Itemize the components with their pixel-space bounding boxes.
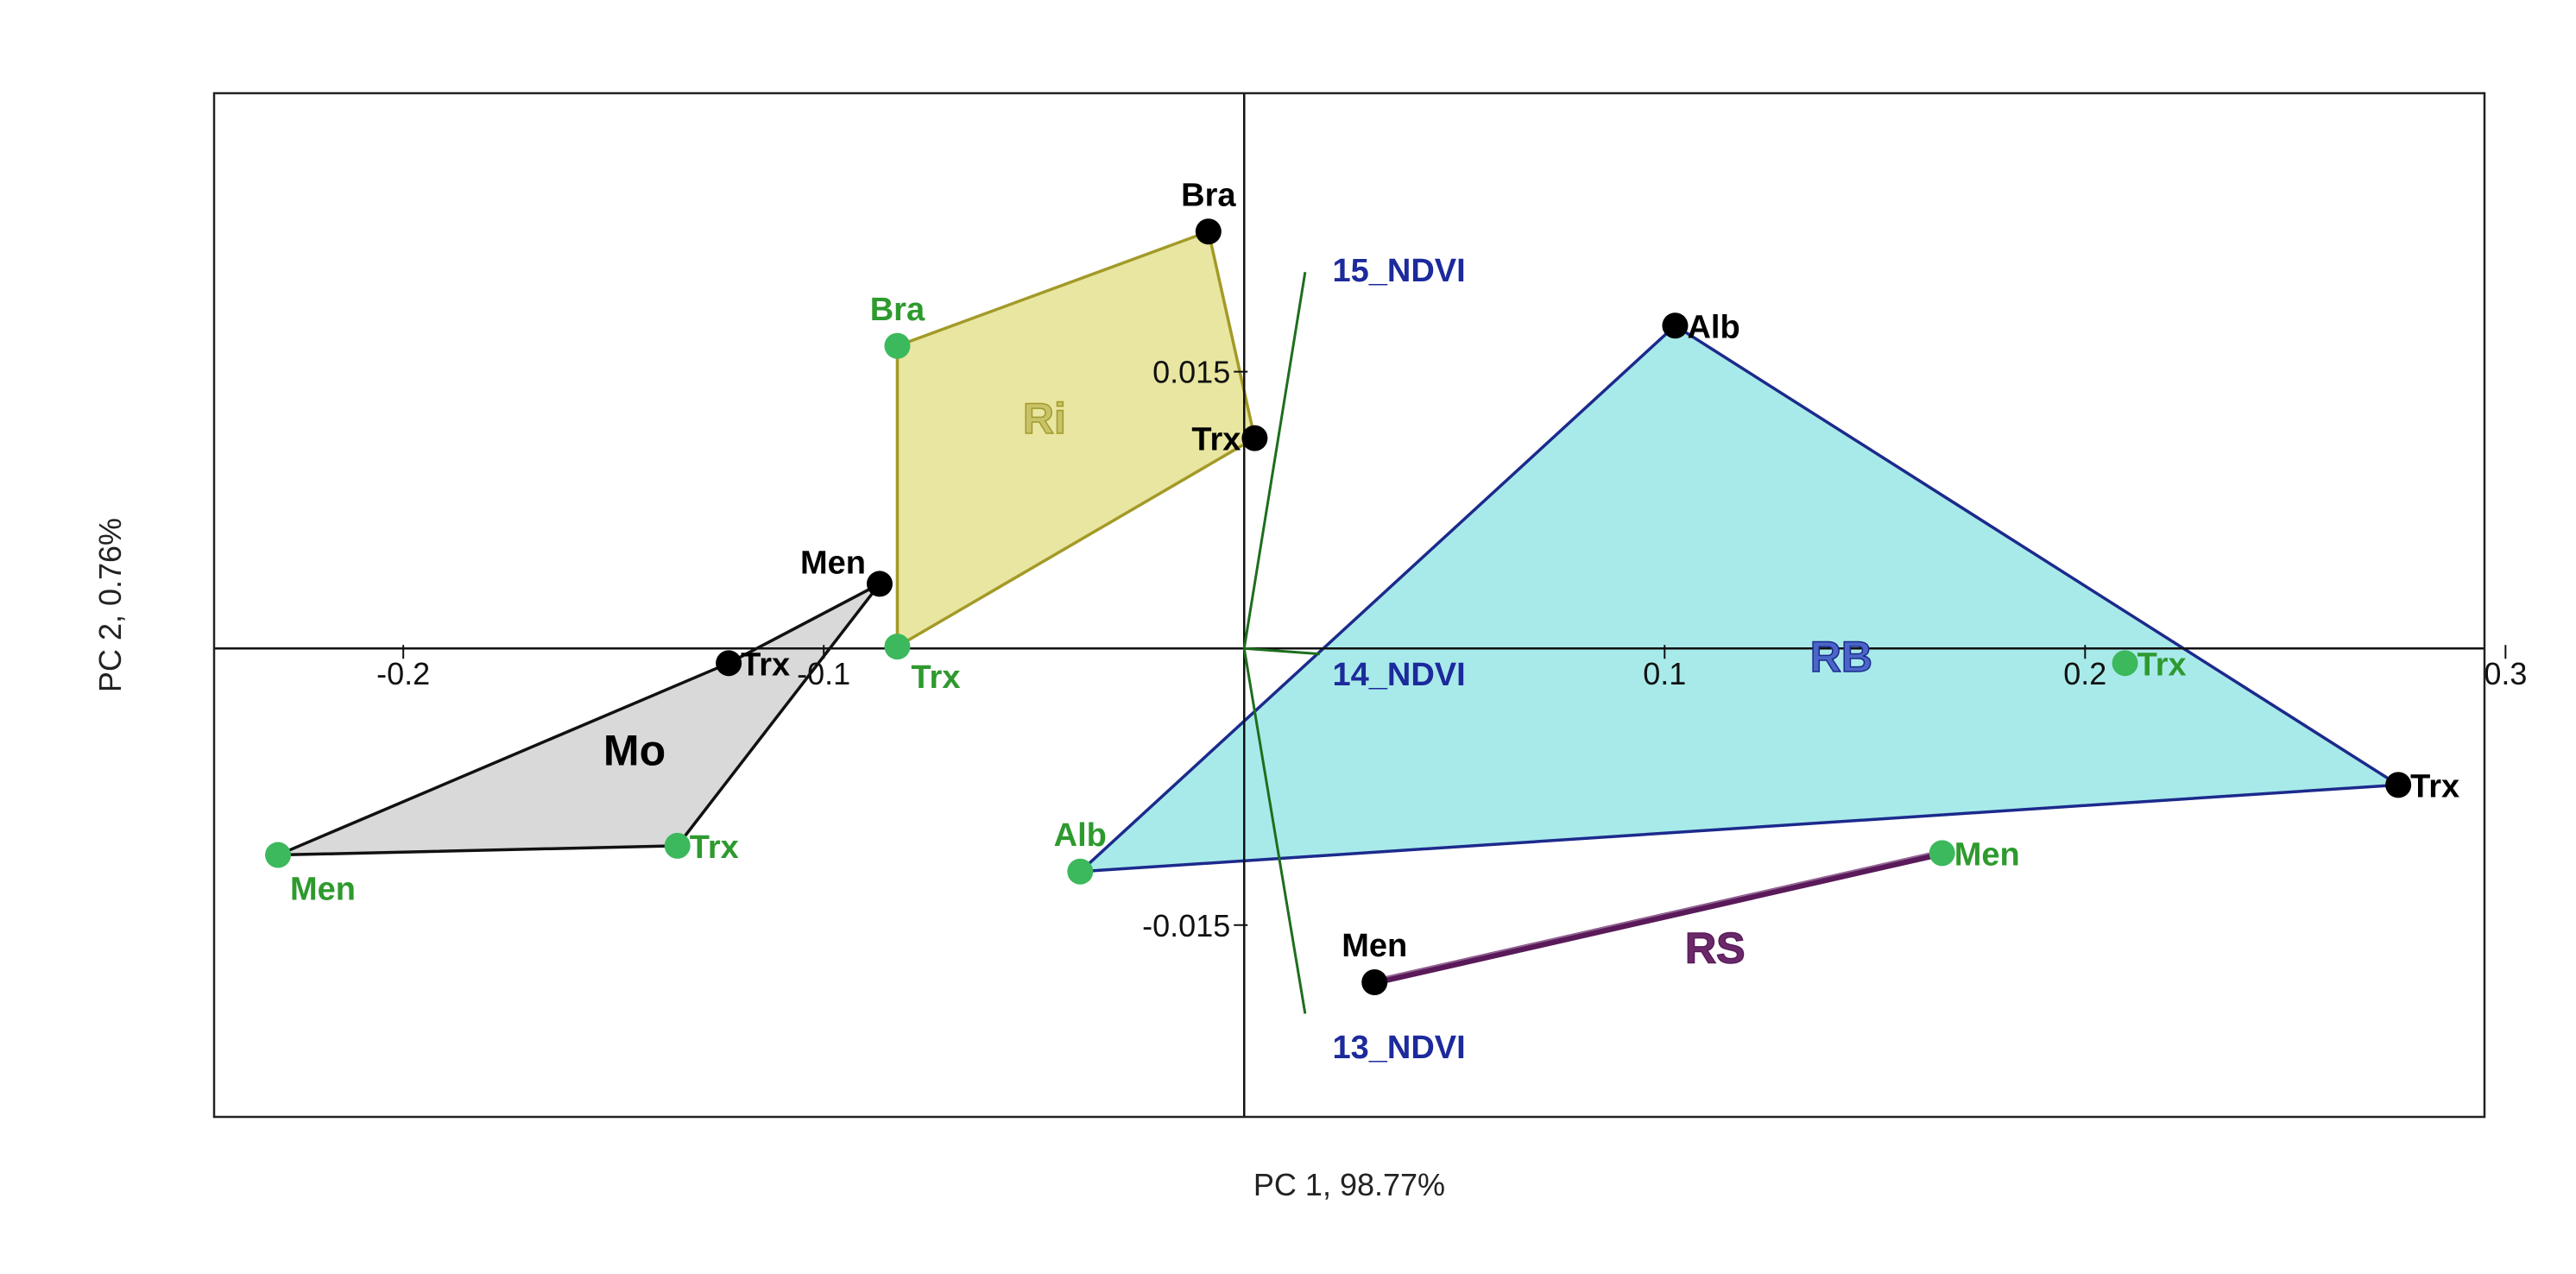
group-polygon-rb — [1078, 324, 2400, 874]
group-label-mo: Mo — [603, 727, 666, 775]
x-tick-label: -0.1 — [797, 656, 850, 691]
point-label: Trx — [690, 829, 739, 866]
point-label: Trx — [2137, 646, 2187, 683]
plot-frame — [212, 91, 2486, 1119]
data-point-green — [664, 832, 691, 859]
x-tick-label: 0.1 — [1643, 656, 1686, 691]
point-label: Men — [800, 545, 866, 581]
vector-line — [1242, 272, 1307, 649]
y-tick-label: -0.015 — [1142, 908, 1230, 943]
vector-label: 14_NDVI — [1333, 657, 1466, 693]
vector-line — [1242, 647, 1307, 1014]
data-point-green — [265, 842, 292, 868]
x-tick-label: -0.2 — [376, 656, 430, 691]
labels: 15_NDVI14_NDVI13_NDVIBraAlbTrxMenTrxTrxM… — [290, 177, 2459, 1066]
x-tick-label: 0.3 — [2484, 656, 2527, 691]
vector-label: 13_NDVI — [1333, 1030, 1466, 1066]
group-polygon-mo — [276, 582, 881, 857]
point-label: Men — [1342, 928, 1407, 964]
point-label: Men — [1954, 836, 2020, 873]
point-label: Trx — [1191, 422, 1241, 458]
point-label: Men — [290, 872, 356, 908]
group-polygons — [276, 230, 2400, 987]
data-point-green — [2112, 650, 2138, 677]
point-label: Bra — [1181, 177, 1236, 213]
point-label: Trx — [911, 659, 960, 696]
point-label: Trx — [2410, 768, 2459, 804]
data-point-black — [716, 650, 742, 677]
point-label: Trx — [741, 646, 790, 683]
point-label: Alb — [1054, 817, 1107, 854]
group-label-ri: Ri — [1023, 394, 1066, 443]
vector-line — [1244, 646, 1321, 656]
y-tick-label: 0.015 — [1152, 355, 1230, 390]
point-label: Alb — [1687, 309, 1739, 345]
data-point-black — [1662, 312, 1689, 339]
group-line-highlight-rs — [1374, 849, 1942, 981]
x-axis-title: PC 1, 98.77% — [1253, 1167, 1445, 1202]
loading-vectors — [1242, 272, 1321, 1014]
axes: -0.2 -0.1 0.1 0.2 0.3 0.015 -0.015 — [214, 93, 2527, 1117]
data-point-black — [2385, 772, 2412, 798]
data-point-black — [1195, 218, 1222, 245]
point-label: Bra — [870, 292, 925, 328]
group-label-rb: RB — [1810, 633, 1872, 681]
data-point-black — [1361, 969, 1388, 996]
data-point-black — [1241, 425, 1268, 451]
data-point-green — [884, 332, 911, 359]
group-line-rs — [1371, 849, 1946, 987]
data-point-green — [884, 634, 911, 660]
x-tick-label: 0.2 — [2063, 656, 2106, 691]
data-points — [265, 218, 2412, 996]
data-point-black — [866, 571, 893, 597]
y-axis-title: PC 2, 0.76% — [92, 518, 128, 692]
group-label-rs: RS — [1685, 924, 1745, 972]
data-point-green — [1929, 840, 1955, 867]
vector-label: 15_NDVI — [1333, 253, 1466, 289]
data-point-green — [1067, 858, 1094, 885]
